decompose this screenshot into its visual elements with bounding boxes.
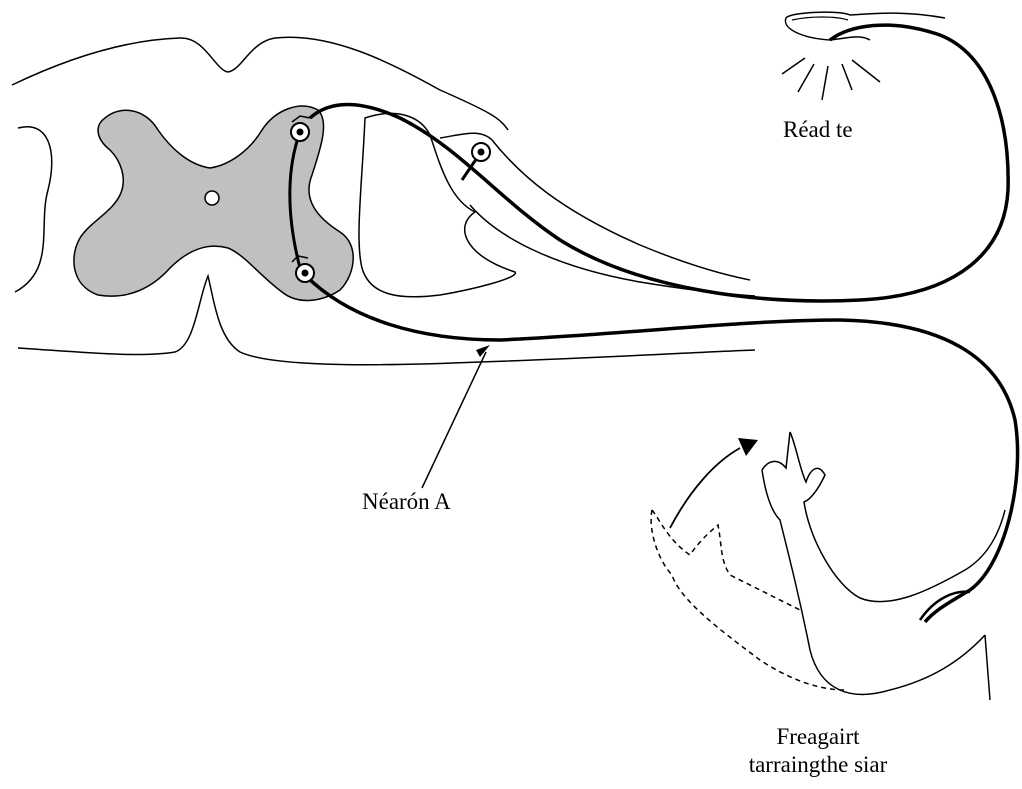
cell-body-motor — [296, 264, 314, 282]
cell-body-sensory-upper — [291, 123, 309, 141]
withdrawal-arrowhead — [738, 438, 758, 456]
withdrawal-response-line-2: tarraingthe siar — [718, 751, 918, 779]
arm-initial-position — [651, 510, 845, 690]
motor-neuron-A — [305, 275, 1018, 622]
fingernail — [792, 17, 848, 20]
cell-body-ganglion — [472, 143, 490, 161]
neuron-a-label: Néarón A — [362, 488, 451, 516]
motor-direction-arrow — [476, 345, 490, 357]
spinal-cord-outline — [12, 37, 508, 130]
neuron-a-pointer — [422, 352, 486, 488]
withdrawal-arrow — [670, 448, 740, 528]
dorsal-root-nerve-lower — [470, 205, 755, 296]
heat-stimulus-label: Réad te — [783, 116, 853, 144]
elbow-detail — [985, 635, 990, 700]
central-canal — [205, 191, 219, 205]
sensory-neuron — [310, 25, 1008, 301]
arm-icon — [762, 432, 1005, 694]
white-matter-boundary — [15, 127, 52, 292]
arm-finger-detail — [762, 432, 790, 470]
withdrawal-response-label: Freagairt tarraingthe siar — [718, 723, 918, 779]
heat-rays-icon — [782, 58, 880, 100]
withdrawal-response-line-1: Freagairt — [718, 723, 918, 751]
